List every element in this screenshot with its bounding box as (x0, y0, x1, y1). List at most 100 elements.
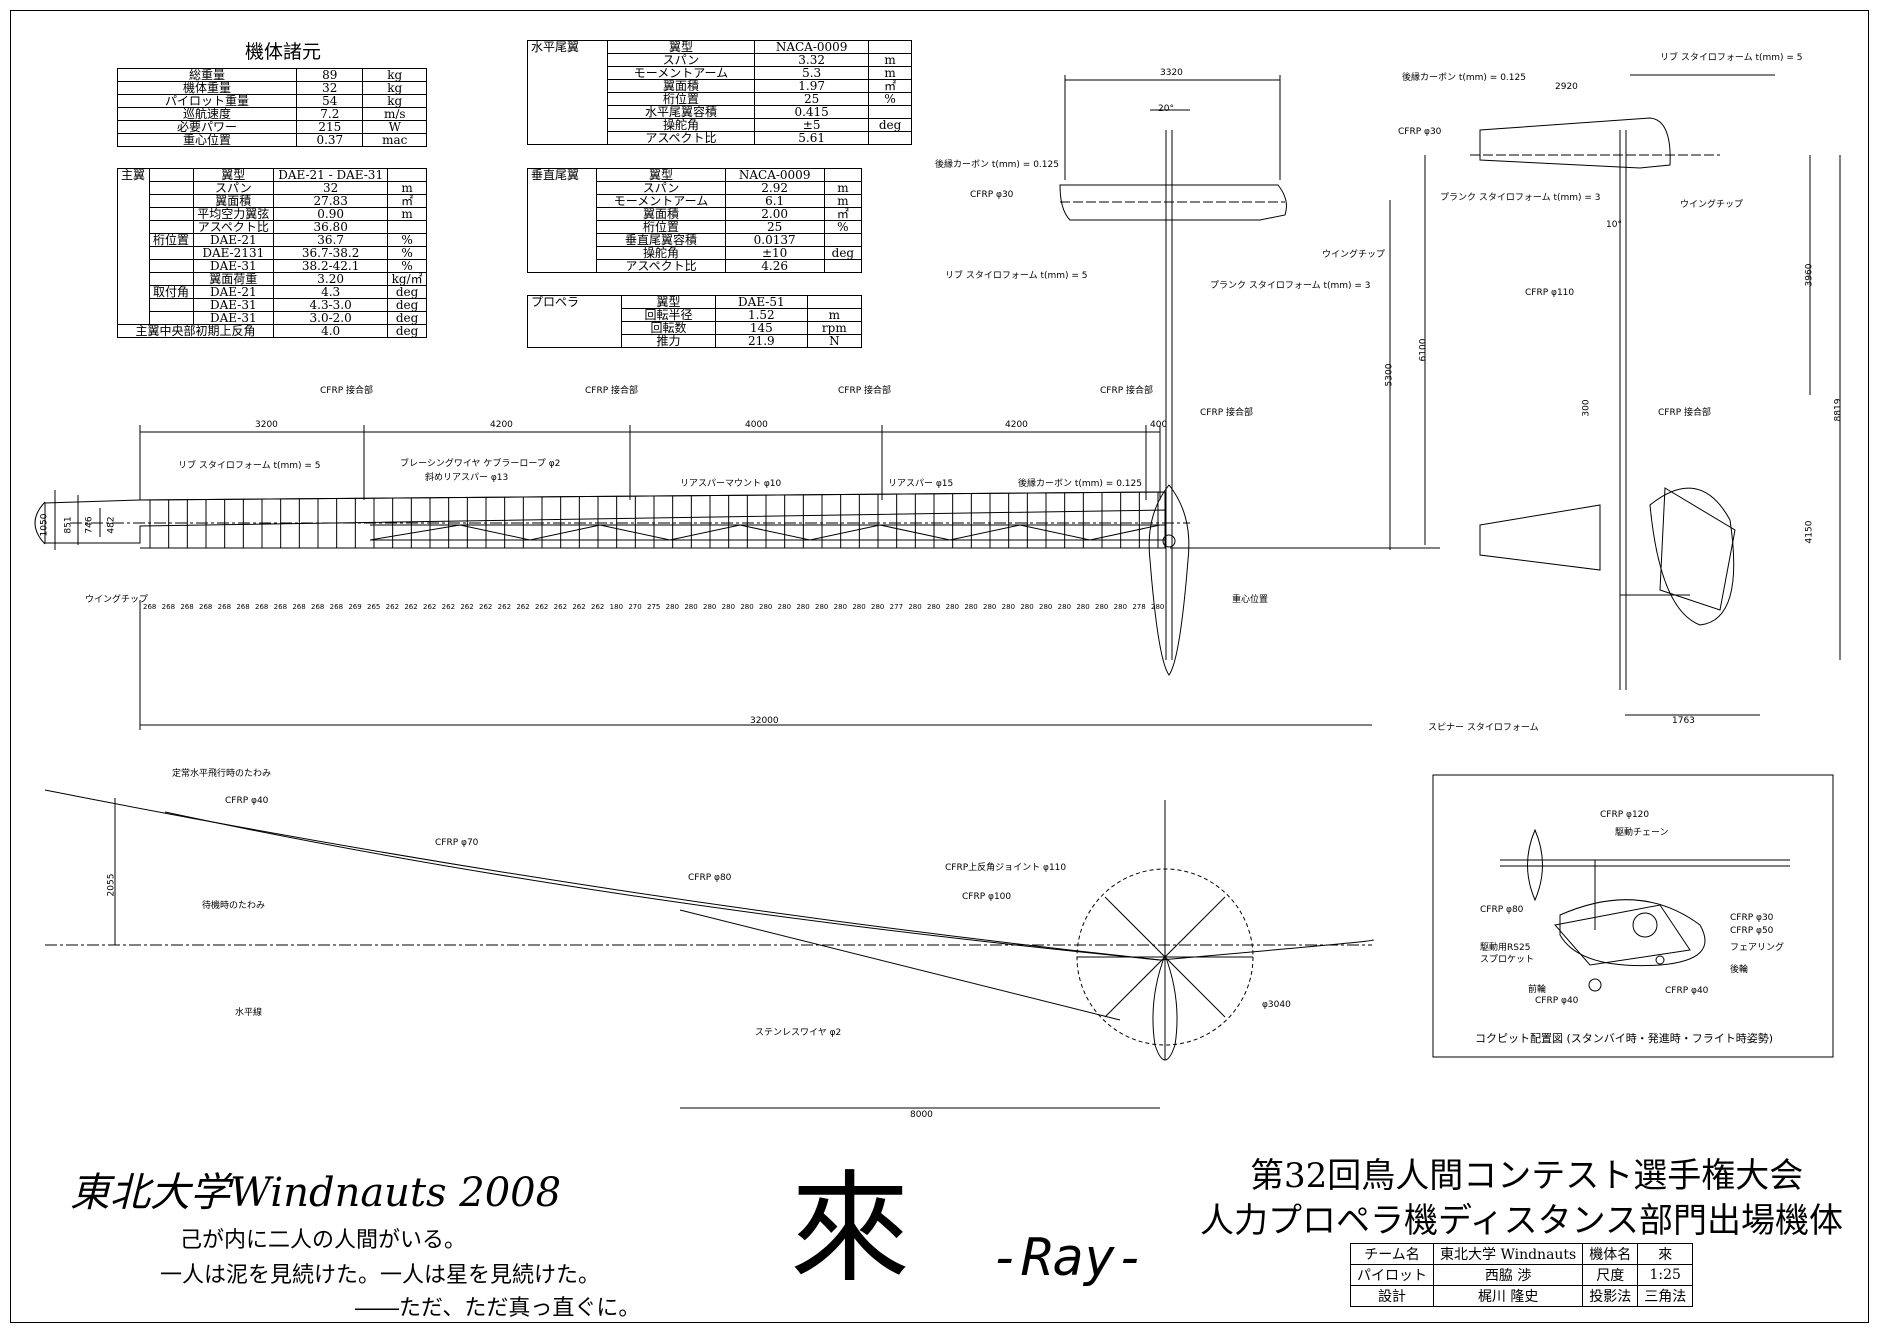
rib-number: 268 (292, 603, 306, 611)
table-cell: 翼面積 (192, 194, 275, 208)
trailing-carbon-label-3: 後縁カーボン t(mm) = 0.125 (1402, 73, 1526, 83)
table-cell: アスペクト比 (192, 220, 275, 234)
rear-wheel-label: 後輪 (1730, 965, 1749, 975)
table-cell: ±10 (724, 246, 825, 260)
table-cell: rpm (806, 321, 863, 335)
table-cell: deg (387, 311, 427, 325)
front-view (44, 789, 1374, 1109)
dihedral-joint-label: CFRP上反角ジョイント φ110 (945, 863, 1067, 873)
cfrp110-label: CFRP φ110 (1525, 288, 1575, 298)
rib-number: 280 (665, 603, 680, 611)
rib-styro-label-3: リブ スタイロフォーム t(mm) = 5 (1660, 53, 1803, 63)
dim-4000: 4000 (745, 420, 768, 430)
table-cell: m/s (362, 107, 427, 121)
cfrp120-label: CFRP φ120 (1600, 810, 1650, 820)
rib-number: 180 (609, 603, 624, 611)
table-cell: 翼型 (192, 168, 275, 182)
rib-number: 280 (927, 603, 941, 611)
poem-line-2: 一人は泥を見続けた。一人は星を見続けた。 (160, 1263, 601, 1288)
wingtip-label: ウイングチップ (85, 595, 149, 605)
rear-spar-label: リアスパー φ15 (888, 479, 954, 489)
trailing-carbon-label-2: 後縁カーボン t(mm) = 0.125 (935, 160, 1059, 170)
table-cell: チーム名 (1350, 1243, 1434, 1265)
table-cell: 垂直尾翼 (526, 168, 598, 273)
table-cell: 翼面積 (596, 207, 726, 221)
cfrp50-label: CFRP φ50 (1730, 926, 1774, 936)
sprocket-label-2: スプロケット (1480, 955, 1535, 965)
table-cell: 推力 (621, 334, 717, 348)
dim-32000: 32000 (750, 716, 779, 726)
dim-2920: 2920 (1555, 82, 1578, 92)
table-cell: deg (387, 285, 427, 299)
table-cell: 垂直尾翼容積 (596, 233, 726, 247)
deg10-label: 10° (1606, 220, 1622, 230)
table-cell: 1:25 (1637, 1264, 1694, 1286)
sheet-border (10, 10, 1869, 1323)
rib-number: 268 (236, 603, 250, 611)
rib-number: 277 (889, 603, 904, 611)
rib-number: 280 (684, 603, 698, 611)
rib-number: 280 (964, 603, 978, 611)
table-cell: 投影法 (1582, 1285, 1639, 1307)
wing-ribs (149, 492, 1159, 548)
table-row: 設計梶川 隆史投影法三角法 (1350, 1285, 1694, 1307)
rib-number: 268 (199, 603, 213, 611)
rib-number: 280 (1057, 603, 1072, 611)
rib-number: 280 (1095, 603, 1109, 611)
spec-title: 機体諸元 (245, 41, 322, 63)
cfrp80-label-2: CFRP φ80 (1480, 905, 1524, 915)
rib-number: 280 (703, 603, 717, 611)
rib-number: 262 (479, 603, 493, 611)
rib-number: 268 (180, 603, 194, 611)
dim-300: 300 (1581, 399, 1592, 417)
rib-number: 268 (217, 603, 232, 611)
table-cell: 3.0-2.0 (273, 311, 389, 325)
rib-number: 280 (1076, 603, 1090, 611)
team-name: 東北大学Windnauts 2008 (70, 1170, 562, 1216)
rib-number: 280 (796, 603, 810, 611)
rib-number: 270 (628, 603, 642, 611)
front-wheel-label: 前輪 (1528, 985, 1547, 995)
table-cell: 0.37 (296, 133, 364, 147)
horizontal-line-label: 水平線 (235, 1008, 263, 1018)
rib-number: 262 (385, 603, 400, 611)
rib-number: 280 (1001, 603, 1016, 611)
cfrp-joint-label-6: CFRP 接合部 (1658, 408, 1712, 418)
table-cell: 4.3-3.0 (273, 298, 389, 312)
table-cell: 操舵角 (596, 246, 726, 260)
rib-styro-label-2: リブ スタイロフォーム t(mm) = 5 (945, 271, 1088, 281)
table-cell: 6.1 (724, 194, 825, 208)
main-wing-plan (34, 491, 1190, 549)
h-tail-plan (1059, 75, 1287, 221)
dim-6100: 6100 (1418, 338, 1429, 362)
rib-number: 268 (143, 603, 157, 611)
plank-styro-label: プランク スタイロフォーム t(mm) = 3 (1210, 281, 1371, 291)
rib-number: 262 (516, 603, 530, 611)
rib-number: 280 (1020, 603, 1034, 611)
rib-number: 265 (367, 603, 381, 611)
table-cell: m (868, 66, 912, 80)
dim-4200-a: 4200 (490, 420, 513, 430)
table-cell: 尺度 (1582, 1264, 1639, 1286)
cfrp40-label: CFRP φ40 (225, 796, 269, 806)
rib-number: 268 (311, 603, 325, 611)
rib-number: 262 (460, 603, 474, 611)
table-cell: 32 (296, 81, 364, 95)
rib-number: 280 (983, 603, 997, 611)
cfrp100-label: CFRP φ100 (962, 892, 1012, 902)
